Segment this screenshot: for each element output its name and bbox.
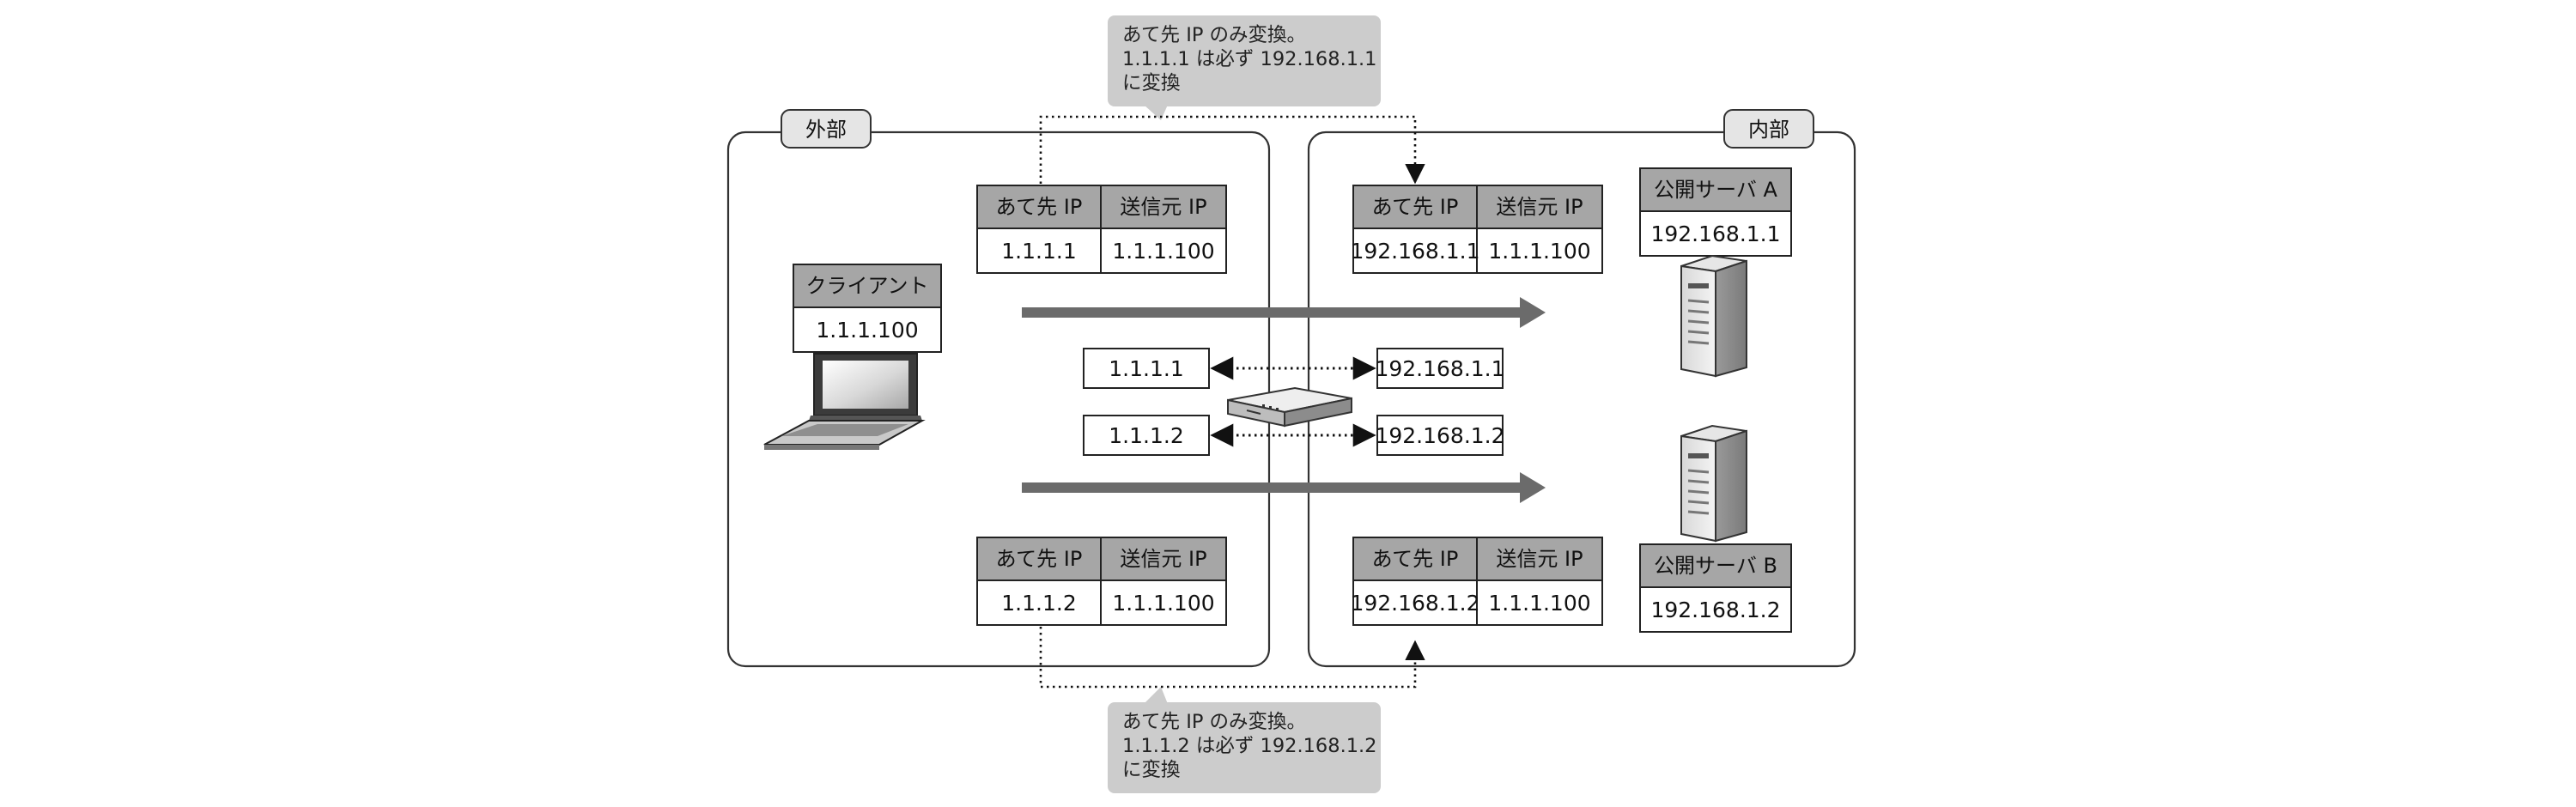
server-a-ip-cell (1639, 210, 1792, 257)
nat-internal-cell (1376, 348, 1504, 389)
callout-top: あて先 IP のみ変換。 1.1.1.1 は必ず 192.168.1.1 に変換 (1108, 15, 1381, 120)
packet-header-dst: あて先 IP (1372, 547, 1459, 571)
callout-bottom-line-2: 1.1.1.2 は必ず 192.168.1.2 (1122, 735, 1377, 757)
callout-bottom-line-1: あて先 IP のみ変換。 (1122, 711, 1306, 733)
client-ip-cell (793, 306, 942, 353)
packet-header-src: 送信元 IP (1120, 547, 1206, 571)
flow-arrow-bottom (1022, 472, 1546, 503)
nat-external-1: 1.1.1.1 (1109, 356, 1183, 381)
packet-src-value: 1.1.1.100 (1488, 239, 1590, 264)
callout-top-line-3: に変換 (1122, 72, 1181, 94)
server-b: 公開サーバ B 192.168.1.2 (1639, 543, 1792, 633)
flow-arrow-top (1022, 297, 1546, 328)
server-b-ip-cell (1639, 586, 1792, 633)
packet-external-bottom: あて先 IP 送信元 IP 1.1.1.2 1.1.1.100 (976, 537, 1227, 626)
server-b-ip: 192.168.1.2 (1650, 598, 1780, 622)
callout-bottom-box (1108, 702, 1381, 793)
nat-external-2: 1.1.1.2 (1109, 423, 1183, 448)
client: クライアント 1.1.1.100 (793, 264, 942, 353)
callout-bottom-pointer (1144, 687, 1168, 704)
packet-dst-cell (976, 228, 1102, 274)
packet-header-src-cell (1476, 537, 1603, 581)
callout-top-line-1: あて先 IP のみ変換。 (1122, 24, 1306, 46)
external-zone-label: 外部 (805, 118, 847, 142)
translation-path-top (1039, 115, 1425, 185)
packet-header-dst: あて先 IP (996, 547, 1083, 571)
packet-header-dst: あて先 IP (1372, 195, 1459, 219)
client-label-cell (793, 264, 942, 308)
callout-bottom: あて先 IP のみ変換。 1.1.1.2 は必ず 192.168.1.2 に変換 (1108, 687, 1381, 793)
packet-src-cell (1100, 228, 1227, 274)
server-a-label-cell (1639, 167, 1792, 212)
internal-zone-label: 内部 (1748, 118, 1789, 142)
laptop-icon (763, 353, 926, 450)
nat-table: 1.1.1.1 192.168.1.1 1.1.1.2 192.168.1.2 (1083, 348, 1505, 456)
server-icon (1680, 424, 1747, 543)
packet-dst-value: 1.1.1.2 (1001, 591, 1076, 616)
callout-bottom-line-3: に変換 (1122, 759, 1181, 781)
packet-internal-bottom: あて先 IP 送信元 IP 192.168.1.2 1.1.1.100 (1350, 537, 1603, 626)
nat-internal-cell (1376, 415, 1504, 456)
server-b-label: 公開サーバ B (1654, 554, 1777, 578)
packet-src-cell (1476, 228, 1603, 274)
server-a-ip: 192.168.1.1 (1650, 221, 1780, 246)
nat-external-cell (1083, 348, 1210, 389)
packet-src-cell (1476, 579, 1603, 626)
packet-dst-value: 1.1.1.1 (1001, 239, 1076, 264)
external-zone-tab (781, 109, 872, 149)
packet-dst-cell (976, 579, 1102, 626)
server-a: 公開サーバ A 192.168.1.1 (1639, 167, 1792, 257)
packet-src-value: 1.1.1.100 (1488, 591, 1590, 616)
packet-internal-top: あて先 IP 送信元 IP 192.168.1.1 1.1.1.100 (1350, 185, 1603, 274)
packet-header-src: 送信元 IP (1120, 195, 1206, 219)
client-label: クライアント (805, 274, 928, 298)
packet-src-value: 1.1.1.100 (1112, 239, 1214, 264)
packet-header-src-cell (1100, 537, 1227, 581)
translation-path-bottom (1039, 627, 1425, 689)
packet-src-value: 1.1.1.100 (1112, 591, 1214, 616)
packet-src-cell (1100, 579, 1227, 626)
callout-top-box (1108, 15, 1381, 106)
callout-top-line-2: 1.1.1.1 は必ず 192.168.1.1 (1122, 48, 1377, 70)
client-ip: 1.1.1.100 (816, 318, 918, 343)
packet-header-src-cell (1100, 185, 1227, 229)
nat-internal-1: 192.168.1.1 (1375, 356, 1504, 381)
packet-header-src: 送信元 IP (1496, 547, 1583, 571)
internal-zone-tab (1723, 109, 1814, 149)
nat-external-cell (1083, 415, 1210, 456)
packet-header-dst-cell (1352, 537, 1478, 581)
packet-header-src: 送信元 IP (1496, 195, 1583, 219)
server-icon (1680, 254, 1747, 378)
packet-header-dst: あて先 IP (996, 195, 1083, 219)
packet-external-top: あて先 IP 送信元 IP 1.1.1.1 1.1.1.100 (976, 185, 1227, 274)
router-icon (1227, 386, 1352, 428)
packet-dst-cell (1352, 228, 1478, 274)
packet-dst-value: 192.168.1.1 (1350, 239, 1479, 264)
packet-dst-value: 192.168.1.2 (1350, 591, 1479, 616)
nat-internal-2: 192.168.1.2 (1375, 423, 1504, 448)
internal-zone: 内部 (1307, 109, 1856, 668)
server-a-label: 公開サーバ A (1654, 178, 1777, 202)
